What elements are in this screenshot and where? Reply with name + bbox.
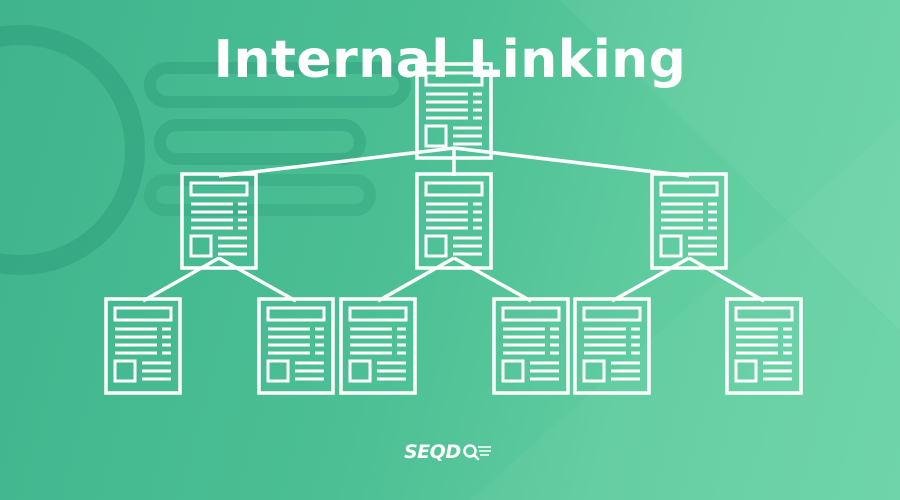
link-connector — [142, 256, 220, 303]
page-node — [492, 297, 570, 395]
page-node — [415, 172, 493, 270]
page-node — [650, 172, 728, 270]
link-connector — [611, 256, 690, 303]
page-node — [725, 297, 803, 395]
document-page-icon — [492, 297, 570, 395]
page-node — [257, 297, 335, 395]
logo-text: SEQD — [404, 441, 461, 463]
document-page-icon — [339, 297, 417, 395]
seo-logo: SEQD — [404, 440, 492, 464]
link-connector — [218, 146, 455, 178]
document-page-icon — [650, 172, 728, 270]
link-connector — [453, 146, 690, 178]
link-connector — [377, 256, 455, 303]
document-page-icon — [725, 297, 803, 395]
magnifier-icon — [462, 444, 491, 461]
document-page-icon — [257, 297, 335, 395]
document-page-icon — [180, 172, 258, 270]
document-page-icon — [415, 172, 493, 270]
page-node — [415, 62, 493, 160]
page-node — [573, 297, 651, 395]
link-connector — [453, 256, 532, 303]
page-node — [180, 172, 258, 270]
link-connector — [688, 256, 765, 303]
page-title: Internal Linking — [213, 30, 687, 90]
document-page-icon — [104, 297, 182, 395]
document-page-icon — [573, 297, 651, 395]
document-page-icon — [415, 62, 493, 160]
page-node — [339, 297, 417, 395]
page-node — [104, 297, 182, 395]
link-connector — [218, 256, 297, 303]
